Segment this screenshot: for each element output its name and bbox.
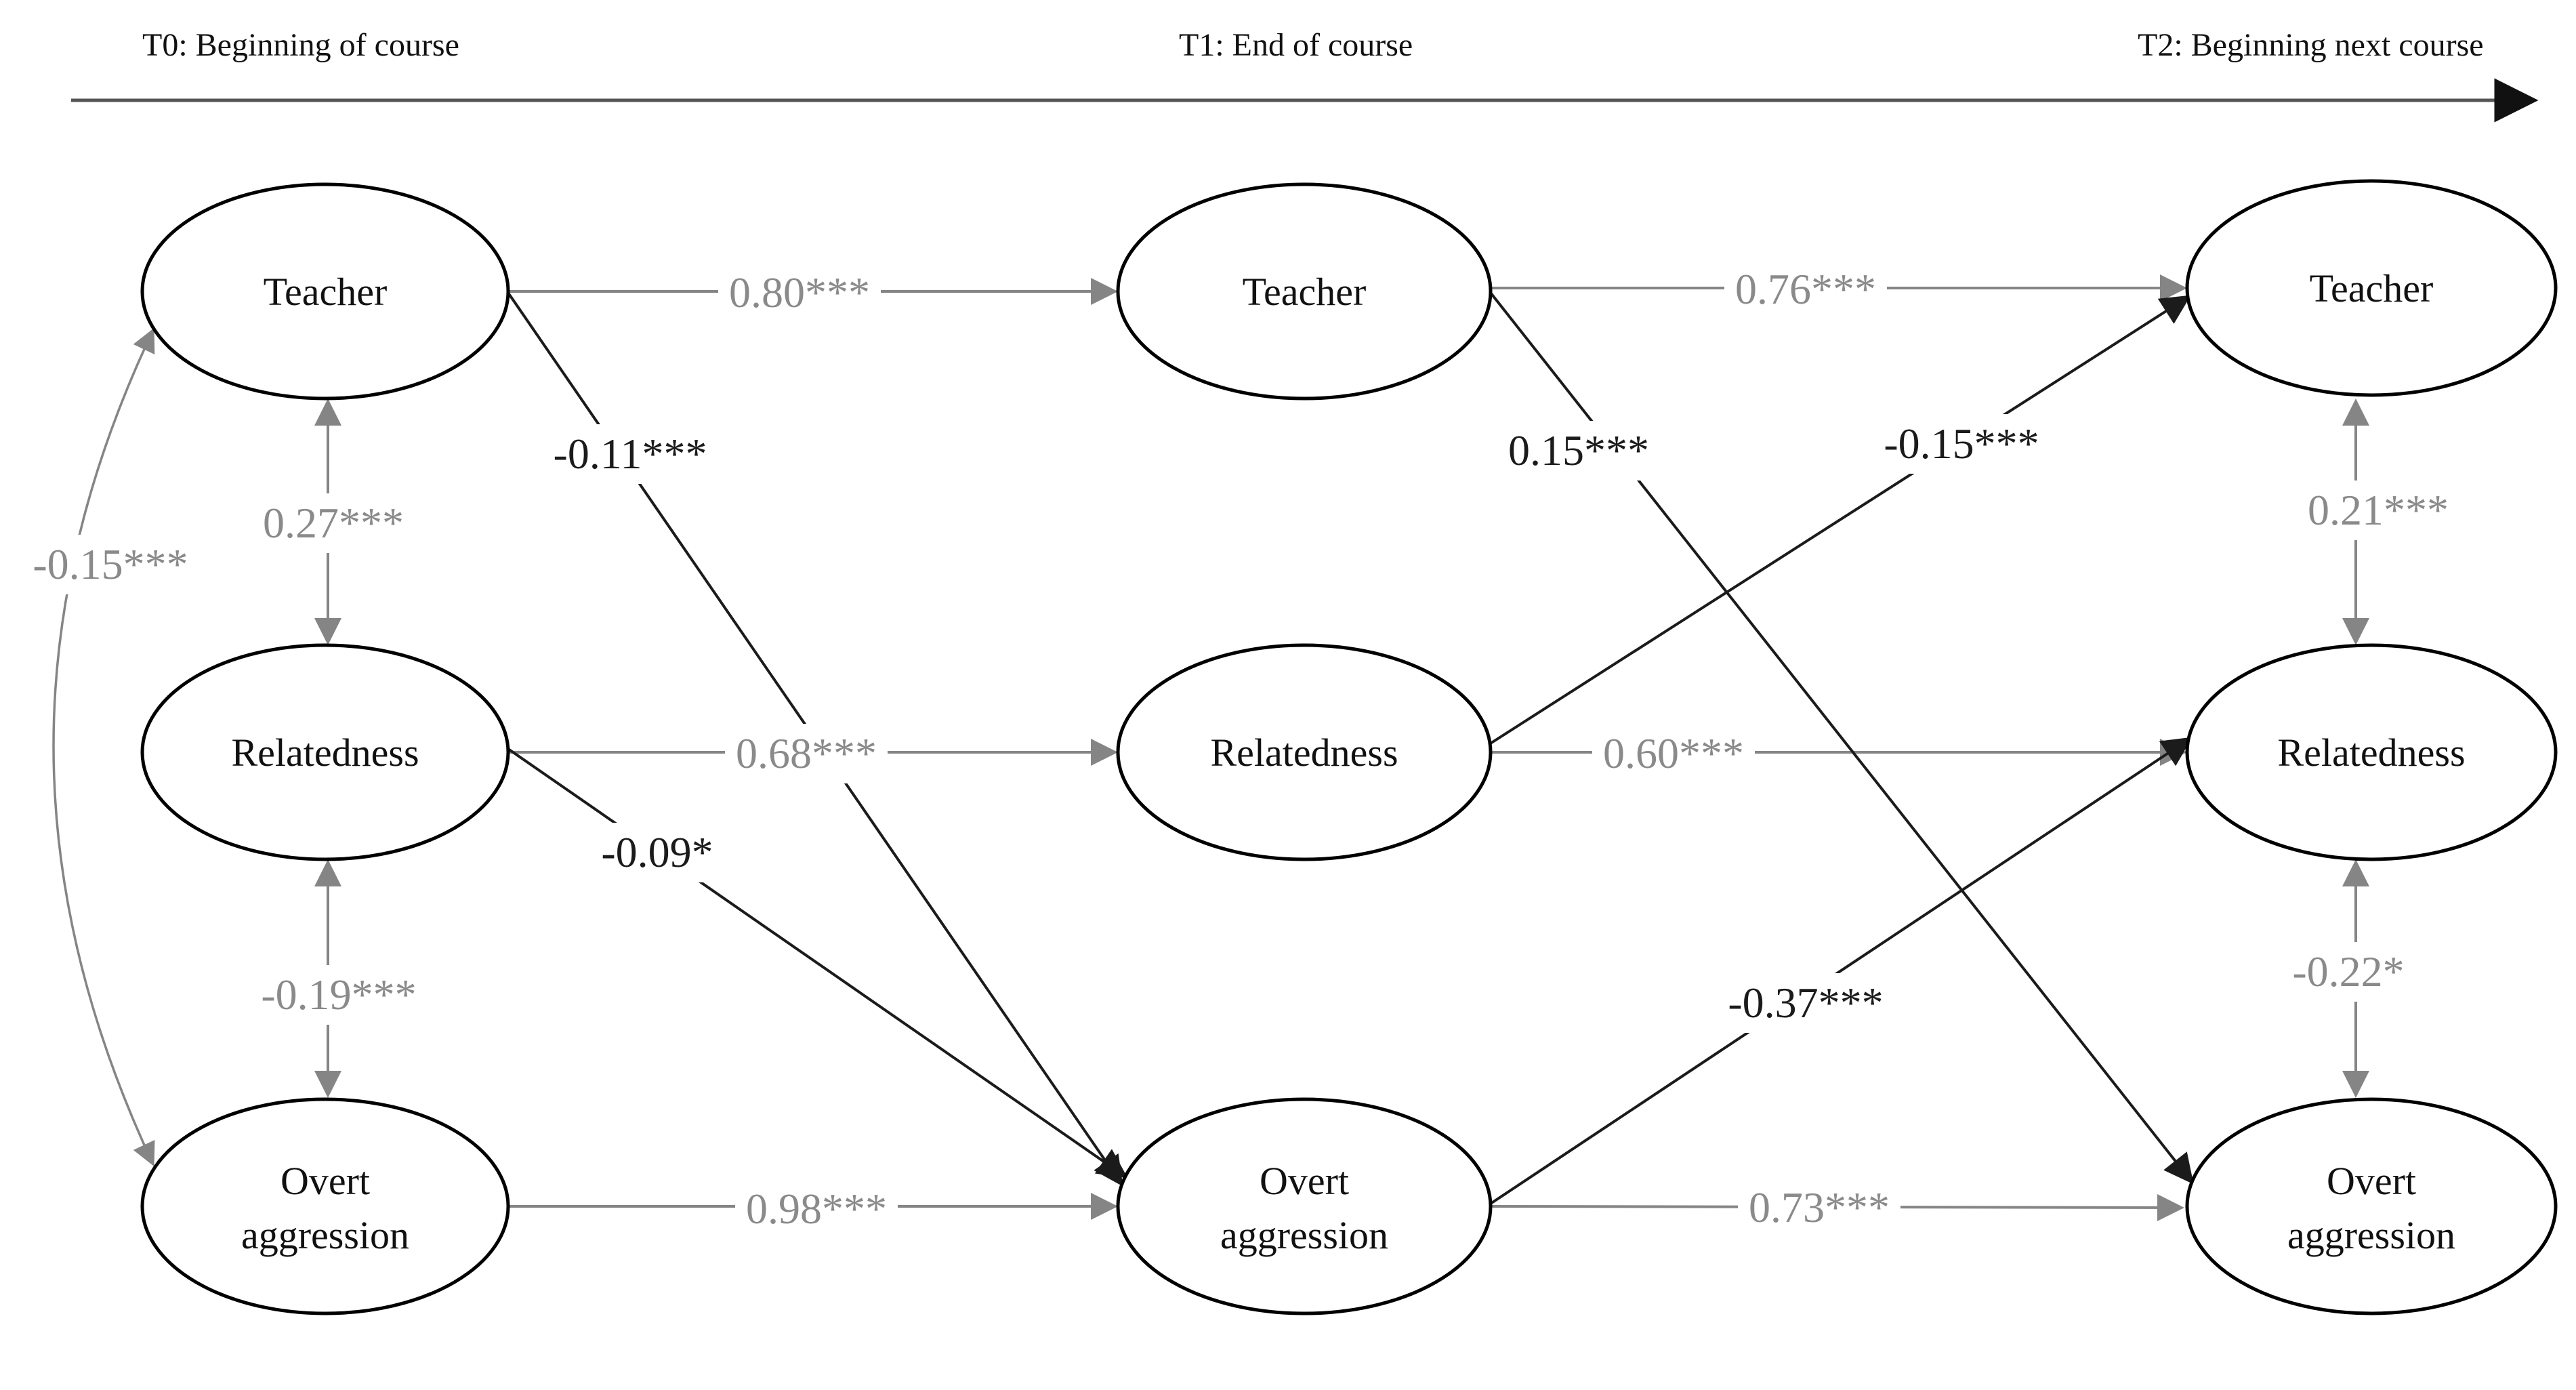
node-t2-relatedness: Relatedness (2185, 643, 2558, 861)
timeline-label-t1: T1: End of course (1179, 27, 1413, 63)
path-crosslagged-relatedness-t0-overt-t1 (507, 748, 1128, 1179)
label-background (2279, 942, 2418, 1002)
label-background (1738, 1178, 1900, 1238)
label-background (20, 535, 201, 594)
coef-crosslagged-teacher-t0-overt-t1-label: -0.11*** (554, 430, 707, 478)
node-t1-teacher: Teacher (1116, 182, 1493, 401)
coef-correlation-t0-relatedness-overt-label: -0.19*** (261, 970, 416, 1019)
coef-stability-teacher-t1-t2: 0.76*** (1724, 260, 1887, 319)
label-background (735, 1179, 898, 1239)
path-crosslagged-relatedness-t1-teacher-t2 (1486, 295, 2191, 747)
coef-stability-overt-t1-t2: 0.73*** (1738, 1178, 1900, 1238)
timeline-label-t0: T0: Beginning of course (142, 27, 459, 63)
node-t0-overt-aggression: Overt aggression (140, 1097, 510, 1315)
node-t2-relatedness-label: Relatedness (2277, 731, 2465, 775)
coef-stability-overt-t0-t1: 0.98*** (735, 1179, 898, 1239)
node-t0-teacher: Teacher (140, 182, 510, 401)
coef-stability-teacher-t1-t2-label: 0.76*** (1735, 265, 1876, 313)
coef-correlation-t0-teacher-relatedness: 0.27*** (252, 493, 415, 553)
coef-stability-relatedness-t1-t2-label: 0.60*** (1603, 729, 1744, 777)
coef-correlation-t0-teacher-overt: -0.15*** (20, 535, 201, 594)
coef-stability-relatedness-t1-t2: 0.60*** (1592, 724, 1755, 783)
node-t1-overt-label-line2: aggression (1220, 1213, 1388, 1257)
coef-correlation-t0-relatedness-overt: -0.19*** (247, 965, 430, 1025)
node-t1-relatedness: Relatedness (1116, 643, 1493, 861)
coef-crosslagged-teacher-t1-overt-t2: 0.15*** (1497, 421, 1660, 481)
path-crosslagged-overt-t1-relatedness-t2 (1489, 737, 2193, 1205)
label-background (539, 424, 722, 484)
label-background (587, 823, 727, 882)
label-background (1592, 724, 1755, 783)
coef-stability-relatedness-t0-t1: 0.68*** (725, 724, 888, 783)
coef-correlation-t0-teacher-relatedness-label: 0.27*** (263, 499, 404, 547)
node-t0-overt-label-line1: Overt (281, 1159, 370, 1203)
coef-crosslagged-teacher-t1-overt-t2-label: 0.15*** (1508, 426, 1649, 474)
coef-correlation-t2-teacher-relatedness: 0.21*** (2297, 481, 2459, 540)
timeline: T0: Beginning of course T1: End of cours… (71, 27, 2539, 123)
coef-crosslagged-relatedness-t1-teacher-t2: -0.15*** (1870, 414, 2053, 474)
coef-correlation-t0-teacher-overt-label: -0.15*** (33, 540, 188, 588)
label-background (1870, 414, 2053, 474)
node-t0-overt-label-line2: aggression (241, 1213, 409, 1257)
coef-crosslagged-relatedness-t0-overt-t1-label: -0.09* (601, 828, 713, 876)
timeline-label-t2: T2: Beginning next course (2138, 27, 2484, 63)
coefficient-labels: 0.80*** 0.76*** 0.68*** 0.60*** 0.98*** … (20, 260, 2459, 1239)
coef-crosslagged-overt-t1-relatedness-t2: -0.37*** (1714, 973, 1897, 1033)
label-background (725, 724, 888, 783)
node-t2-overt-aggression: Overt aggression (2185, 1097, 2558, 1315)
node-t1-overt-aggression: Overt aggression (1116, 1097, 1493, 1315)
node-t1-teacher-label: Teacher (1243, 270, 1367, 314)
coef-crosslagged-relatedness-t1-teacher-t2-label: -0.15*** (1884, 420, 2039, 468)
node-t2-overt-label-line2: aggression (2287, 1213, 2455, 1257)
node-t2-teacher: Teacher (2185, 179, 2558, 397)
coef-crosslagged-overt-t1-relatedness-t2-label: -0.37*** (1728, 979, 1883, 1027)
coef-correlation-t2-relatedness-overt-label: -0.22* (2292, 947, 2404, 996)
label-background (2297, 481, 2459, 540)
node-t0-relatedness: Relatedness (140, 643, 510, 861)
node-t2-teacher-label: Teacher (2310, 266, 2434, 310)
label-background (1724, 260, 1887, 319)
label-background (252, 493, 415, 553)
label-background (1714, 973, 1897, 1033)
coef-correlation-t2-teacher-relatedness-label: 0.21*** (2308, 486, 2449, 534)
label-background (718, 263, 881, 323)
latent-nodes: Teacher Relatedness Overt aggression Tea… (140, 179, 2558, 1315)
coef-stability-overt-t0-t1-label: 0.98*** (746, 1185, 887, 1233)
coef-crosslagged-relatedness-t0-overt-t1: -0.09* (587, 823, 727, 882)
coef-stability-relatedness-t0-t1-label: 0.68*** (736, 729, 877, 777)
node-t1-overt-label-line1: Overt (1260, 1159, 1349, 1203)
coef-stability-teacher-t0-t1: 0.80*** (718, 263, 881, 323)
coef-crosslagged-teacher-t0-overt-t1: -0.11*** (539, 424, 722, 484)
coef-stability-teacher-t0-t1-label: 0.80*** (729, 268, 870, 316)
node-t2-overt-label-line1: Overt (2327, 1159, 2416, 1203)
path-correlation-t0-teacher-overt (52, 327, 155, 1167)
node-t0-relatedness-label: Relatedness (231, 731, 419, 775)
coef-stability-overt-t1-t2-label: 0.73*** (1749, 1183, 1890, 1231)
label-background (247, 965, 430, 1025)
node-t0-teacher-label: Teacher (264, 270, 388, 314)
node-t1-relatedness-label: Relatedness (1210, 731, 1398, 775)
coef-correlation-t2-relatedness-overt: -0.22* (2279, 942, 2418, 1002)
label-background (1497, 421, 1660, 481)
